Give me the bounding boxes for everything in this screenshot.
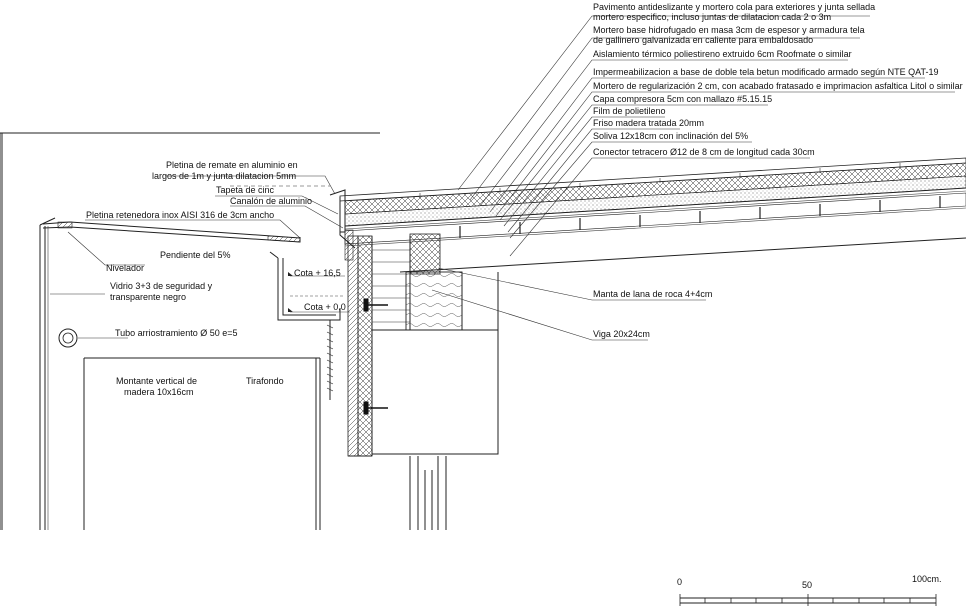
label-manta: Manta de lana de roca 4+4cm	[593, 289, 712, 299]
scale-label-50: 50	[802, 580, 812, 590]
beam-viga	[405, 271, 463, 331]
glass-roof	[42, 221, 301, 243]
layer-label-10: Conector tetracero Ø12 de 8 cm de longit…	[593, 147, 815, 157]
label-tubo: Tubo arriostramiento Ø 50 e=5	[115, 328, 237, 338]
layer-label-1b: mortero especifico, incluso juntas de di…	[593, 12, 831, 22]
label-vidrio-2: transparente negro	[110, 292, 186, 302]
layer-label-5: Mortero de regularización 2 cm, con acab…	[593, 81, 963, 91]
layer-label-3: Aislamiento térmico poliestireno extruid…	[593, 49, 852, 59]
layer-label-2: Mortero base hidrofugado en masa 3cm de …	[593, 25, 865, 35]
label-cota-00: Cota + 0,0	[304, 302, 346, 312]
label-montante-1: Montante vertical de	[116, 376, 197, 386]
label-cota-165: Cota + 16,5	[294, 268, 341, 278]
joist-block	[409, 233, 441, 275]
bolt-icon-upper	[363, 298, 388, 312]
bolt-icon-lower	[363, 401, 388, 415]
scale-bar: 0 50 100cm.	[677, 574, 942, 606]
label-viga: Viga 20x24cm	[593, 329, 650, 339]
label-tirafondo: Tirafondo	[246, 376, 284, 386]
label-pendiente: Pendiente del 5%	[160, 250, 231, 260]
tirafondo-screw-icon	[326, 320, 334, 400]
layer-label-8: Friso madera tratada 20mm	[593, 118, 704, 128]
label-tapeta: Tapeta de cinc	[216, 185, 275, 195]
label-nivelador: Nivelador	[106, 263, 144, 273]
label-pletina-1: Pletina de remate en aluminio en	[166, 160, 298, 170]
left-post	[39, 217, 56, 530]
scale-label-100: 100cm.	[912, 574, 942, 584]
layer-label-9: Soliva 12x18cm con inclinación del 5%	[593, 131, 748, 141]
label-pletina-2: largos de 1m y junta dilatacion 5mm	[152, 171, 296, 181]
layer-label-4: Impermeabilizacion a base de doble tela …	[593, 67, 939, 77]
layer-label-6: Capa compresora 5cm con mallazo #5.15.15	[593, 94, 772, 104]
label-montante-2: madera 10x16cm	[124, 387, 194, 397]
scale-label-0: 0	[677, 577, 682, 587]
lower-box	[371, 329, 499, 455]
layer-label-7: Film de polietileno	[593, 106, 666, 116]
label-pletina-inox: Pletina retenedora inox AISI 316 de 3cm …	[86, 210, 274, 220]
layer-label-2b: de gallinero galvanizada en caliente par…	[593, 35, 813, 45]
gutter-canalon	[269, 251, 350, 321]
layer-label-1: Pavimento antideslizante y mortero cola …	[593, 2, 875, 12]
label-canalon: Canalón de aluminio	[230, 196, 312, 206]
tube-icon	[58, 328, 78, 348]
leader-lines	[50, 15, 955, 341]
lower-posts	[409, 272, 499, 530]
window-frame	[83, 357, 321, 530]
label-vidrio-1: Vidrio 3+3 de seguridad y	[110, 281, 213, 291]
